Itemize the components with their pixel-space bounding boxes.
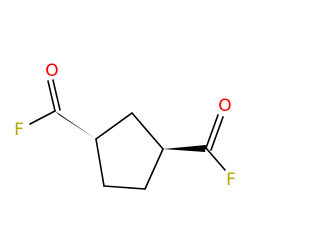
wedge-bond-left	[55, 111, 96, 139]
oxygen-atom-right: O	[218, 96, 231, 116]
molecule-drawing: O F O F	[14, 61, 236, 190]
ring-bond-c4-c5	[103, 185, 146, 190]
right-carbonyl-double-bond-a	[205, 114, 219, 149]
right-c-f-bond	[205, 147, 226, 171]
wedge-bond-right	[163, 145, 206, 152]
left-c-f-bond	[29, 110, 56, 125]
ring-bond-c2-c3	[131, 112, 164, 150]
fluorine-atom-left: F	[14, 120, 24, 140]
ring-bond-c3-c4	[144, 148, 164, 190]
ring-bond-c5-c1	[95, 138, 105, 187]
ring-bond-c1-c2	[95, 112, 133, 140]
oxygen-atom-left: O	[45, 61, 58, 81]
left-carbonyl-double-bond-a	[47, 80, 56, 112]
right-carbonyl-double-bond-b	[210, 116, 224, 151]
left-carbonyl-double-bond-b	[52, 79, 61, 111]
fluorine-atom-right: F	[226, 170, 236, 190]
